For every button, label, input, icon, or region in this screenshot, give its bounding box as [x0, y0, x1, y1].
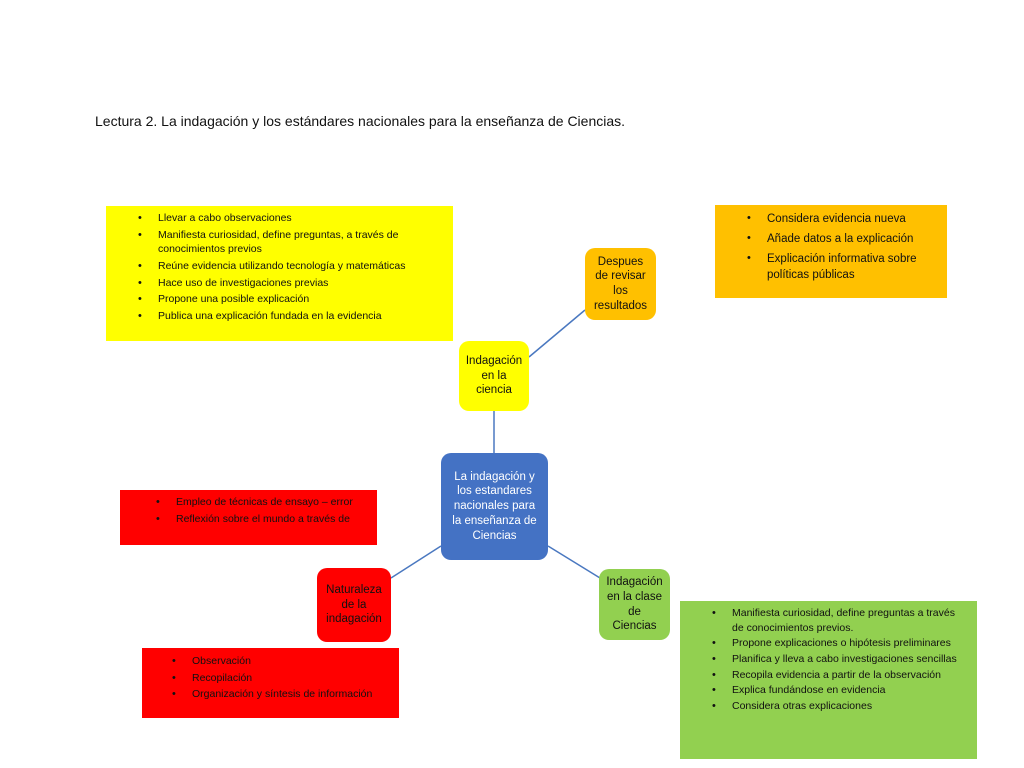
- list-item: Explica fundándose en evidencia: [704, 683, 969, 698]
- connector-center-nature: [390, 545, 442, 579]
- connector-science-after: [528, 309, 586, 358]
- node-line: Ciencias: [612, 620, 657, 633]
- node-line: de: [628, 605, 641, 618]
- node-line: ciencia: [476, 384, 512, 397]
- node-line: resultados: [593, 299, 648, 312]
- list-item: Añade datos a la explicación: [739, 231, 939, 247]
- list-item: Propone una posible explicación: [130, 292, 443, 307]
- list-item: Organización y síntesis de información: [164, 687, 391, 702]
- node-line: Indagación: [465, 354, 523, 367]
- node-line: Ciencias: [472, 529, 517, 542]
- nature-inquiry-list-box-top: Empleo de técnicas de ensayo – error Ref…: [120, 490, 377, 545]
- after-results-node: Despues de revisar los resultados: [585, 248, 656, 320]
- node-line: los estandares: [457, 485, 532, 498]
- list-item: Observación: [164, 654, 391, 669]
- node-line: de revisar: [595, 270, 646, 283]
- central-topic-node: La indagación y los estandares nacionale…: [441, 453, 548, 560]
- node-line: nacionales para: [453, 500, 536, 513]
- science-inquiry-node: Indagación en la ciencia: [459, 341, 529, 411]
- page-title: Lectura 2. La indagación y los estándare…: [95, 113, 626, 129]
- list-item: Explicación informativa sobre políticas …: [739, 251, 939, 283]
- list-item: Reflexión sobre el mundo a través de: [148, 512, 369, 527]
- list-item: Planifica y lleva a cabo investigaciones…: [704, 652, 969, 667]
- list-item: Publica una explicación fundada en la ev…: [130, 309, 443, 324]
- nature-inquiry-list-box-bottom: Observación Recopilación Organización y …: [142, 648, 399, 718]
- list-item: Recopila evidencia a partir de la observ…: [704, 668, 969, 683]
- list-item: Empleo de técnicas de ensayo – error: [148, 495, 369, 510]
- list-item: Considera otras explicaciones: [704, 699, 969, 714]
- classroom-inquiry-node: Indagación en la clase de Ciencias: [599, 569, 670, 640]
- list-item: Llevar a cabo observaciones: [130, 211, 443, 226]
- nature-of-inquiry-node: Naturaleza de la indagación: [317, 568, 391, 642]
- list-item: Recopilación: [164, 671, 391, 686]
- node-line: en la clase: [607, 590, 662, 603]
- list-item: Manifiesta curiosidad, define preguntas,…: [130, 228, 443, 257]
- node-line: La indagación y: [454, 470, 535, 483]
- node-line: en la: [481, 369, 507, 382]
- node-line: Naturaleza: [326, 583, 382, 596]
- node-line: de la: [341, 598, 367, 611]
- list-item: Considera evidencia nueva: [739, 211, 939, 227]
- after-results-list-box: Considera evidencia nueva Añade datos a …: [715, 205, 947, 298]
- node-line: indagación: [326, 613, 382, 626]
- list-item: Reúne evidencia utilizando tecnología y …: [130, 259, 443, 274]
- list-item: Propone explicaciones o hipótesis prelim…: [704, 636, 969, 651]
- list-item: Manifiesta curiosidad, define preguntas …: [704, 606, 969, 635]
- science-inquiry-list-box: Llevar a cabo observaciones Manifiesta c…: [106, 206, 453, 341]
- list-item: Hace uso de investigaciones previas: [130, 276, 443, 291]
- node-line: Indagación: [606, 576, 663, 589]
- node-line: Despues: [597, 255, 644, 268]
- connector-center-class: [547, 545, 601, 579]
- classroom-inquiry-list-box: Manifiesta curiosidad, define preguntas …: [680, 601, 977, 759]
- node-line: los: [613, 285, 628, 297]
- node-line: la enseñanza de: [452, 514, 537, 527]
